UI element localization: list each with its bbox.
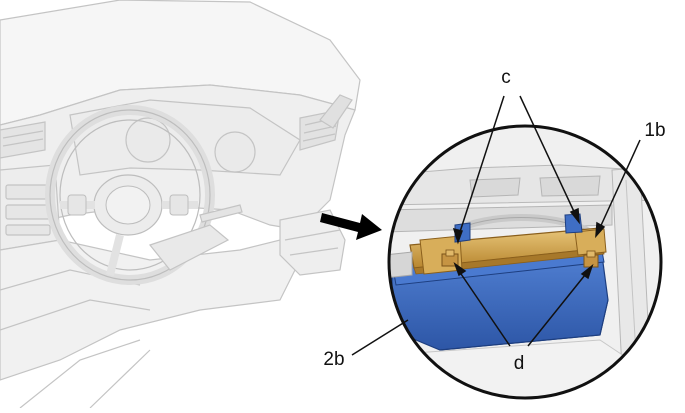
callout-lines <box>351 95 641 356</box>
steering-column <box>148 224 230 271</box>
steering-wheel <box>45 105 215 285</box>
callout-1b: 1b <box>644 120 665 141</box>
nut-right <box>583 250 599 268</box>
detail-view <box>387 124 663 400</box>
dash-vent-left <box>0 121 46 159</box>
nut-left <box>441 249 459 267</box>
gauge-left <box>125 117 171 163</box>
arrow-right-icon <box>320 213 382 240</box>
dash-internal-structure <box>279 209 346 276</box>
callout-c: c <box>501 67 511 88</box>
detail-circle-border <box>387 124 663 400</box>
callout-d: d <box>514 353 525 374</box>
callout-2b: 2b <box>323 349 344 370</box>
dashboard-overview <box>0 0 361 409</box>
gauge-right <box>214 131 256 173</box>
